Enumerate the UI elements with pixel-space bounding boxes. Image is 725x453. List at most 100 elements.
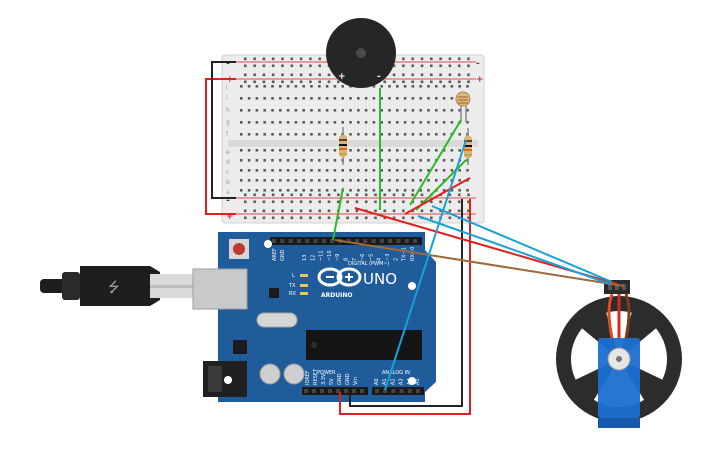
rail-hole[interactable] [327, 200, 331, 204]
header-pin[interactable] [355, 239, 359, 243]
breadboard-hole[interactable] [341, 85, 344, 88]
breadboard-hole[interactable] [286, 121, 290, 124]
breadboard-hole[interactable] [279, 97, 282, 100]
rail-hole[interactable] [253, 200, 256, 204]
rail-hole[interactable] [439, 73, 442, 77]
rail-hole[interactable] [299, 64, 303, 68]
header-pin[interactable] [344, 389, 348, 393]
breadboard-hole[interactable] [357, 133, 360, 136]
breadboard-hole[interactable] [247, 109, 251, 112]
rail-hole[interactable] [271, 209, 275, 213]
rail-hole[interactable] [420, 64, 424, 68]
rail-hole[interactable] [467, 57, 470, 61]
rail-hole[interactable] [411, 216, 414, 220]
rail-hole[interactable] [411, 64, 414, 68]
rail-hole[interactable] [253, 64, 256, 68]
breadboard-hole[interactable] [302, 85, 305, 88]
rail-hole[interactable] [299, 209, 303, 213]
rail-hole[interactable] [309, 209, 312, 213]
rail-hole[interactable] [420, 57, 424, 61]
rail-hole[interactable] [290, 209, 294, 213]
breadboard-hole[interactable] [325, 85, 329, 88]
piezo-buzzer[interactable]: + - [326, 18, 396, 88]
rail-hole[interactable] [309, 216, 312, 220]
wire-brown-servo[interactable] [334, 239, 625, 287]
breadboard-hole[interactable] [403, 85, 407, 88]
breadboard-hole[interactable] [372, 169, 376, 172]
rail-hole[interactable] [318, 200, 321, 204]
breadboard-hole[interactable] [458, 149, 461, 152]
breadboard-hole[interactable] [286, 179, 290, 182]
rail-hole[interactable] [253, 73, 256, 77]
rail-hole[interactable] [392, 200, 396, 204]
rail-hole[interactable] [299, 200, 303, 204]
breadboard-hole[interactable] [411, 149, 415, 152]
rail-hole[interactable] [430, 216, 433, 220]
rail-hole[interactable] [290, 64, 294, 68]
breadboard-hole[interactable] [380, 85, 383, 88]
header-pin[interactable] [383, 389, 388, 393]
wire-red-rail-left[interactable] [205, 78, 236, 215]
breadboard-hole[interactable] [388, 97, 391, 100]
rail-hole[interactable] [244, 200, 247, 204]
rail-hole[interactable] [355, 200, 359, 204]
breadboard-hole[interactable] [286, 159, 290, 162]
rail-hole[interactable] [374, 209, 377, 213]
breadboard-hole[interactable] [388, 179, 391, 182]
breadboard-hole[interactable] [333, 169, 337, 172]
breadboard-hole[interactable] [341, 109, 344, 112]
header-pin[interactable] [305, 239, 310, 243]
breadboard-hole[interactable] [372, 159, 376, 162]
breadboard-hole[interactable] [372, 189, 376, 192]
breadboard-hole[interactable] [302, 97, 305, 100]
breadboard-hole[interactable] [333, 85, 337, 88]
rail-hole[interactable] [420, 200, 424, 204]
breadboard-hole[interactable] [442, 159, 446, 162]
header-pin[interactable] [379, 239, 384, 243]
breadboard-hole[interactable] [442, 169, 446, 172]
breadboard-hole[interactable] [294, 121, 298, 124]
breadboard-hole[interactable] [357, 97, 360, 100]
rail-hole[interactable] [346, 193, 349, 197]
breadboard-hole[interactable] [341, 169, 344, 172]
breadboard-hole[interactable] [294, 189, 298, 192]
breadboard-hole[interactable] [450, 189, 454, 192]
rail-hole[interactable] [392, 209, 396, 213]
breadboard-hole[interactable] [333, 133, 337, 136]
breadboard-hole[interactable] [279, 179, 282, 182]
header-pin[interactable] [363, 239, 368, 243]
breadboard-hole[interactable] [349, 179, 352, 182]
breadboard-hole[interactable] [325, 189, 329, 192]
rail-hole[interactable] [299, 80, 303, 84]
rail-hole[interactable] [262, 200, 266, 204]
breadboard-hole[interactable] [435, 85, 438, 88]
breadboard-hole[interactable] [442, 121, 446, 124]
breadboard-hole[interactable] [271, 121, 274, 124]
servo-motor[interactable] [556, 280, 682, 428]
rail-hole[interactable] [281, 200, 284, 204]
breadboard-hole[interactable] [396, 189, 399, 192]
rail-hole[interactable] [262, 193, 266, 197]
rail-hole[interactable] [262, 64, 266, 68]
rail-hole[interactable] [430, 64, 433, 68]
rail-hole[interactable] [430, 80, 433, 84]
rail-hole[interactable] [318, 64, 321, 68]
breadboard-hole[interactable] [318, 159, 321, 162]
rail-hole[interactable] [262, 80, 266, 84]
header-pin[interactable] [336, 389, 340, 393]
breadboard-hole[interactable] [247, 133, 251, 136]
rail-hole[interactable] [364, 200, 368, 204]
breadboard-hole[interactable] [325, 121, 329, 124]
breadboard-hole[interactable] [435, 169, 438, 172]
breadboard-hole[interactable] [419, 121, 422, 124]
breadboard-hole[interactable] [442, 179, 446, 182]
breadboard-hole[interactable] [450, 149, 454, 152]
breadboard-hole[interactable] [411, 133, 415, 136]
breadboard-hole[interactable] [247, 149, 251, 152]
breadboard-hole[interactable] [302, 169, 305, 172]
rail-hole[interactable] [402, 73, 405, 77]
breadboard-hole[interactable] [349, 159, 352, 162]
rail-hole[interactable] [271, 57, 275, 61]
breadboard-hole[interactable] [318, 109, 321, 112]
breadboard-hole[interactable] [427, 179, 430, 182]
